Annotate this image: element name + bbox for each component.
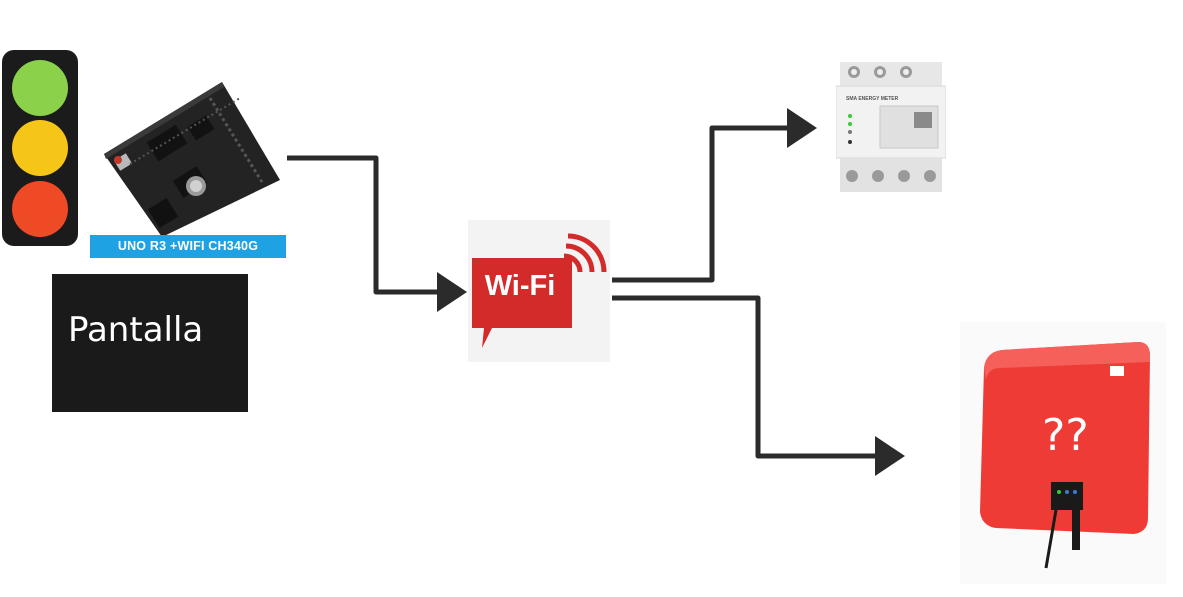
inverter-icon	[980, 342, 1150, 569]
screen-box: Pantalla	[52, 274, 248, 412]
wifi-bubble-icon	[472, 233, 607, 348]
energy-meter-icon	[836, 58, 946, 196]
inverter-label: ??	[1042, 410, 1089, 461]
screen-label: Pantalla	[68, 310, 204, 350]
green-light-icon	[12, 60, 68, 116]
arrow-arduino-to-wifi	[287, 155, 467, 312]
red-light-icon	[12, 181, 68, 237]
arduino-board-icon	[90, 62, 286, 237]
arduino-board: UNO R3 +WIFI CH340G	[90, 62, 286, 258]
yellow-light-icon	[12, 120, 68, 176]
traffic-light	[2, 50, 78, 246]
inverter: ??	[960, 322, 1166, 584]
meter-label: SMA ENERGY METER	[846, 96, 899, 102]
arduino-caption: UNO R3 +WIFI CH340G	[90, 235, 286, 258]
arrow-wifi-to-inverter	[612, 295, 905, 476]
energy-meter: SMA ENERGY METER	[836, 58, 946, 196]
wifi-label: Wi-Fi	[484, 270, 556, 302]
wifi-node: Wi-Fi	[468, 220, 610, 362]
arrow-wifi-to-meter	[612, 108, 817, 283]
